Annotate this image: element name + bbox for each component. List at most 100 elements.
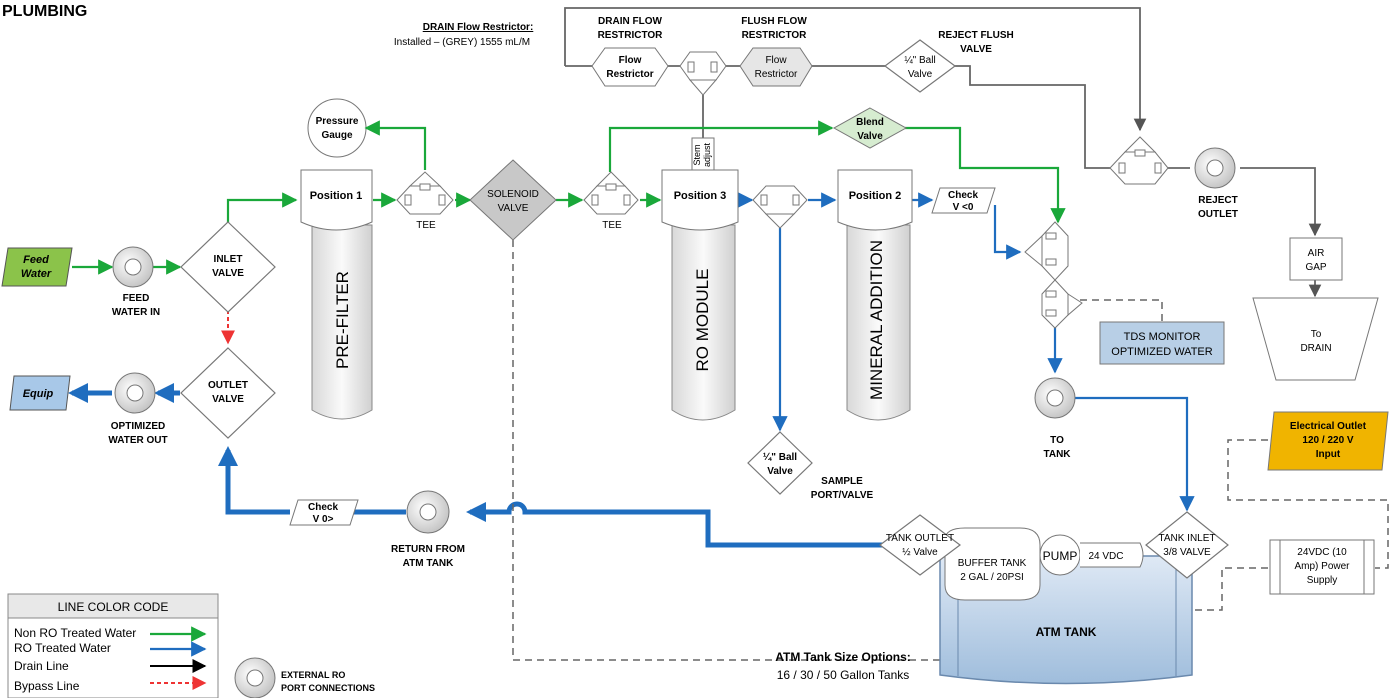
tank-inlet-text-2: 3/8 VALVE <box>1163 547 1211 558</box>
atm-tank-label: ATM TANK <box>1036 625 1097 639</box>
mineral-addition-cartridge <box>846 224 911 421</box>
reject-tee-fitting[interactable] <box>1109 136 1169 185</box>
return-from-atm-port[interactable] <box>406 490 450 534</box>
reject-outlet-line <box>1240 167 1322 237</box>
position3-label: Position 3 <box>674 190 727 202</box>
reject-flush-line <box>955 65 1110 169</box>
blend-to-tee-line <box>905 126 1066 224</box>
inlet-valve-text: INLET <box>214 254 243 265</box>
check-valve-bottom[interactable] <box>289 499 359 526</box>
legend-item-label: RO Treated Water <box>14 641 111 655</box>
tank-inlet-valve[interactable] <box>1145 511 1229 579</box>
legend-title: LINE COLOR CODE <box>58 600 169 614</box>
line-color-legend: LINE COLOR CODE Non RO Treated Water RO … <box>7 593 219 698</box>
stem-adjust-text: Stem <box>692 144 702 165</box>
inlet-to-prefilter-line <box>226 192 298 225</box>
equip-destination <box>9 375 71 411</box>
feed-water-in-port[interactable] <box>112 246 154 288</box>
tee-1-label: TEE <box>416 220 436 231</box>
pre-filter-label: PRE-FILTER <box>333 271 352 369</box>
blend-valve[interactable] <box>832 107 908 149</box>
tee-4-fitting[interactable] <box>1024 221 1069 281</box>
feed-water-source <box>1 247 73 287</box>
flow-restrictor-1-text: Flow <box>619 55 642 66</box>
ball-valve-top-text: ¼" Ball <box>904 54 935 66</box>
to-tank-label-2: TANK <box>1043 449 1071 460</box>
return-from-atm-label: RETURN FROM <box>391 544 465 555</box>
flush-flow-label: FLUSH FLOW <box>741 16 807 27</box>
tds-monitor-text: TDS MONITOR <box>1124 331 1201 343</box>
ball-valve-sample-text-2: Valve <box>767 466 793 477</box>
tank-outlet-valve[interactable] <box>879 514 961 576</box>
tank-outlet-text-2: ½ Valve <box>902 547 938 558</box>
stem-adjust-text-2: adjust <box>702 143 712 168</box>
ro-module-label: RO MODULE <box>693 269 712 372</box>
feed-water-text-2: Water <box>21 268 52 280</box>
check-valve-top[interactable] <box>931 187 996 214</box>
position1-label: Position 1 <box>310 190 363 202</box>
flush-flow-label-2: RESTRICTOR <box>742 30 808 41</box>
reject-flush-label: REJECT FLUSH <box>938 30 1014 41</box>
drain-restrictor-detail: Installed – (GREY) 1555 mL/M <box>394 37 530 48</box>
tee-2-fitting[interactable] <box>583 171 639 215</box>
buffer-tank <box>944 527 1041 601</box>
flow-restrictor-2-text: Flow <box>765 55 787 66</box>
top-tee-fitting[interactable] <box>679 51 727 96</box>
tank-outlet-text: TANK OUTLET <box>886 533 954 544</box>
sample-port-label: SAMPLE <box>821 476 863 487</box>
tee-1-fitting[interactable] <box>396 171 454 215</box>
tank-return-line <box>466 501 887 548</box>
optimized-water-out-label-2: WATER OUT <box>108 435 167 446</box>
optimized-water-out-port[interactable] <box>114 372 156 414</box>
power-supply-text-2: Amp) Power <box>1294 561 1350 572</box>
ball-valve-sample-text: ¼" Ball <box>763 452 797 463</box>
drain-loop-line <box>564 7 1147 132</box>
pump-motor <box>1080 542 1144 568</box>
tank-inlet-text: TANK INLET <box>1158 533 1215 544</box>
tds-monitor <box>1099 321 1225 365</box>
blend-valve-text-2: Valve <box>857 131 883 142</box>
check-to-tee-line <box>993 205 1022 260</box>
drain-flow-label-2: RESTRICTOR <box>598 30 664 41</box>
electrical-outlet-text-3: Input <box>1316 449 1341 460</box>
position1-housing <box>300 169 373 231</box>
pre-filter-cartridge <box>311 224 373 420</box>
buffer-tank-text: BUFFER TANK <box>958 558 1027 569</box>
tds-monitor-text-2: OPTIMIZED WATER <box>1111 346 1212 358</box>
outlet-valve-text-2: VALVE <box>212 394 244 405</box>
to-drain-text-2: DRAIN <box>1300 343 1331 354</box>
inlet-valve-text-2: VALVE <box>212 268 244 279</box>
check-bottom-text-2: V 0> <box>313 514 334 525</box>
external-ro-label-2: PORT CONNECTIONS <box>281 683 375 693</box>
sample-port-label-2: PORT/VALVE <box>811 490 874 501</box>
drain-flow-restrictor[interactable] <box>591 47 669 87</box>
tee-to-gauge-line <box>364 120 427 170</box>
pump-voltage: 24 VDC <box>1088 551 1123 562</box>
power-input-line <box>1227 439 1389 569</box>
outlet-valve[interactable] <box>180 347 276 439</box>
reject-flush-ball-valve[interactable] <box>883 39 957 93</box>
drain-funnel <box>1252 297 1379 381</box>
position3-housing <box>661 169 739 231</box>
reject-outlet-label: REJECT <box>1198 195 1237 206</box>
sample-ball-valve[interactable] <box>747 431 813 495</box>
tee-3-fitting[interactable] <box>752 185 808 229</box>
return-from-atm-label-2: ATM TANK <box>403 558 455 569</box>
position2-label: Position 2 <box>849 190 902 202</box>
drain-flow-label: DRAIN FLOW <box>598 16 662 27</box>
to-tank-port[interactable] <box>1034 377 1076 419</box>
pressure-gauge-text: Pressure <box>316 116 359 127</box>
external-ro-label: EXTERNAL RO <box>281 670 345 680</box>
reject-flush-label-2: VALVE <box>960 44 992 55</box>
buffer-tank-text-2: 2 GAL / 20PSI <box>960 572 1024 583</box>
atm-size-detail: 16 / 30 / 50 Gallon Tanks <box>777 668 910 682</box>
reject-outlet-port[interactable] <box>1194 147 1236 189</box>
ball-valve-top-text-2: Valve <box>908 69 933 80</box>
flush-flow-restrictor[interactable] <box>739 47 813 87</box>
inlet-valve[interactable] <box>180 221 276 313</box>
tee-2-label: TEE <box>602 220 622 231</box>
solenoid-text-2: VALVE <box>498 203 529 214</box>
tee-5-fitting[interactable] <box>1041 279 1083 329</box>
solenoid-control-line <box>512 240 940 661</box>
solenoid-valve[interactable] <box>469 159 557 241</box>
